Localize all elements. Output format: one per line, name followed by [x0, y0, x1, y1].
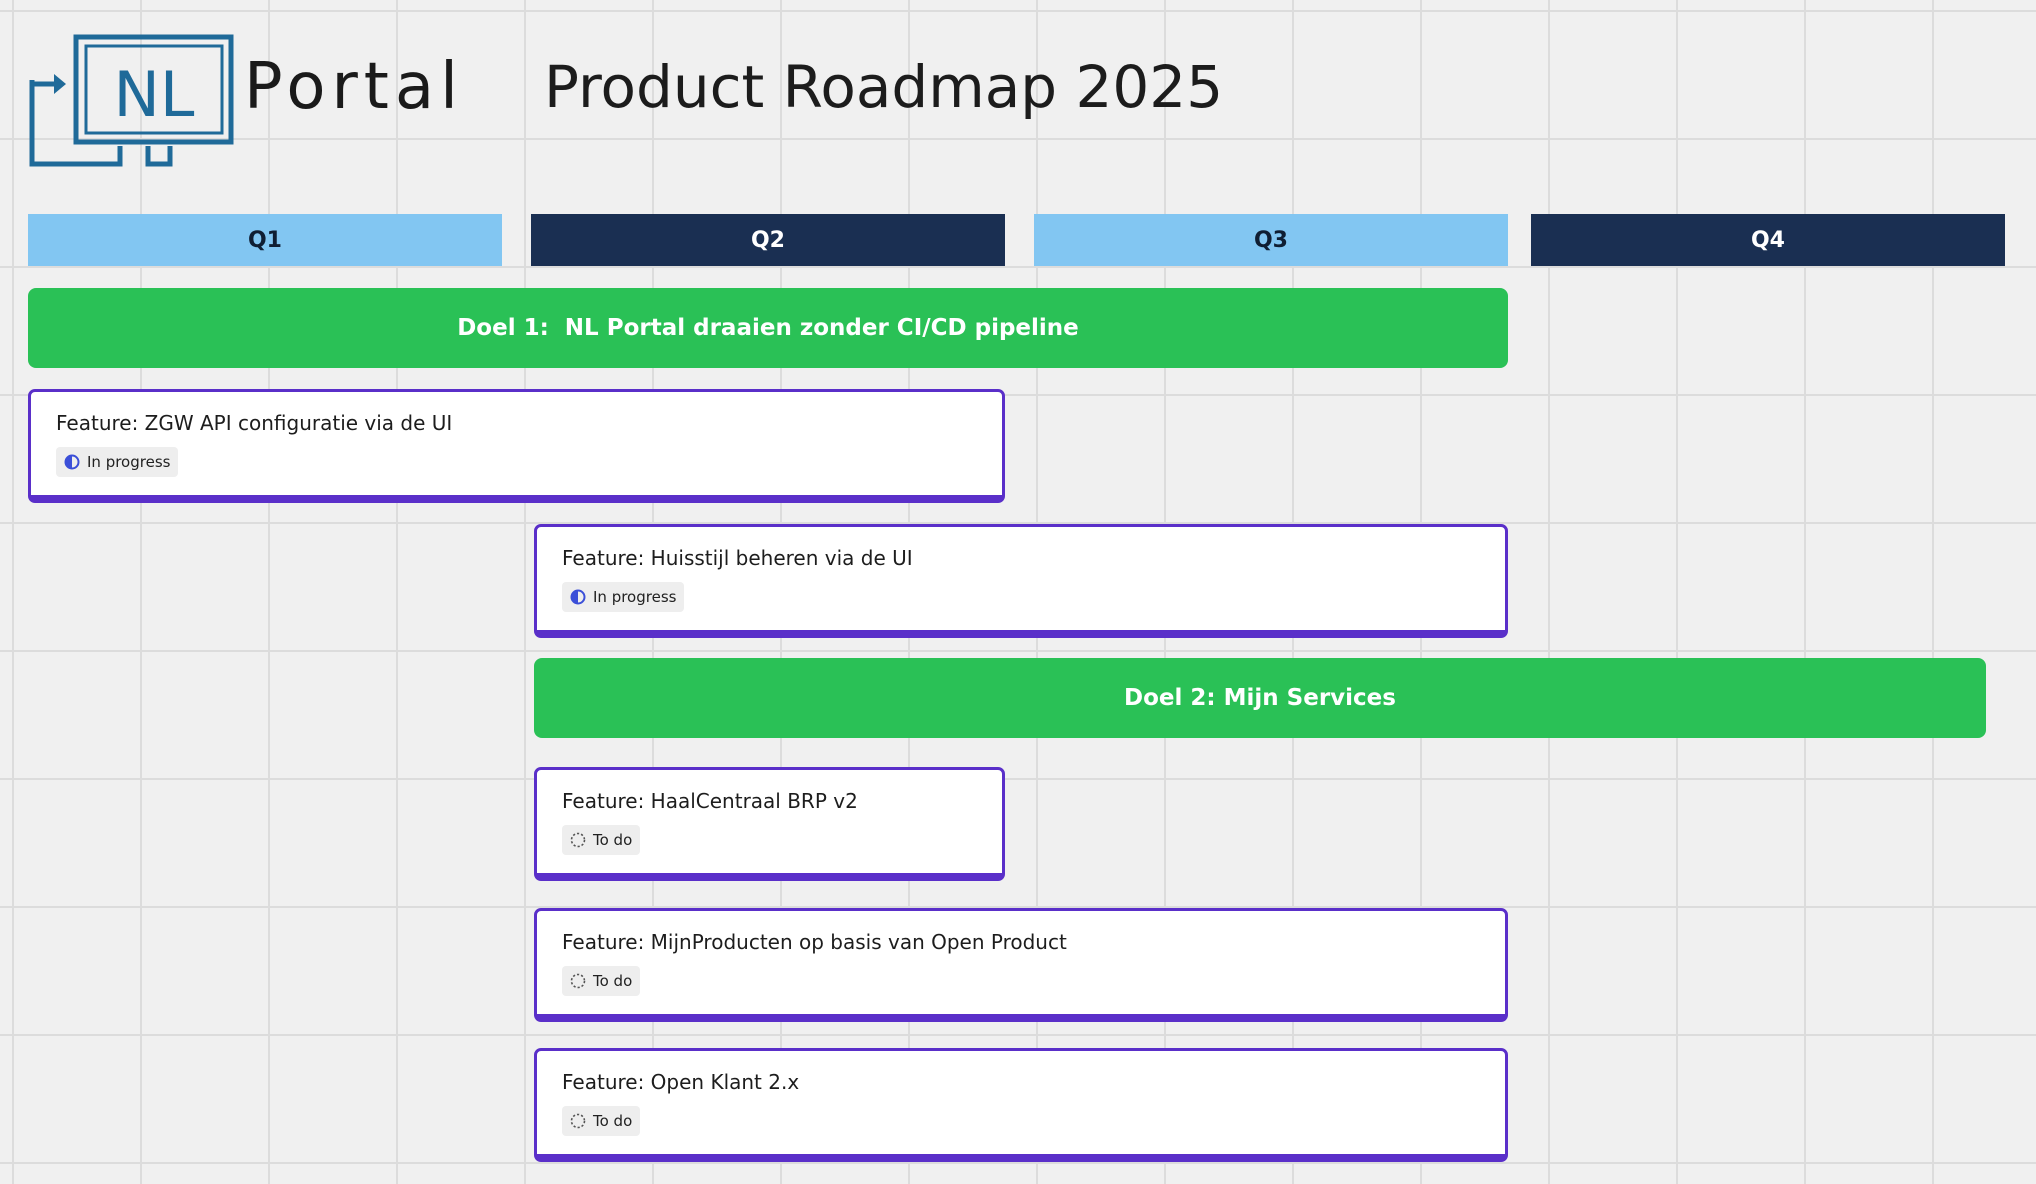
status-badge[interactable]: To do — [562, 825, 641, 855]
nl-portal-logo: NL — [29, 34, 234, 167]
feature-card[interactable]: Feature: MijnProducten op basis van Open… — [534, 908, 1508, 1022]
half-circle-icon — [570, 589, 586, 605]
feature-card[interactable]: Feature: Huisstijl beheren via de UI In … — [534, 524, 1508, 638]
half-circle-icon — [64, 454, 80, 470]
feature-card-title: Feature: MijnProducten op basis van Open… — [562, 930, 1067, 954]
status-label: To do — [593, 972, 633, 990]
feature-card-title: Feature: HaalCentraal BRP v2 — [562, 789, 858, 813]
status-label: In progress — [87, 453, 171, 471]
status-badge[interactable]: In progress — [56, 447, 179, 477]
dashed-circle-icon — [570, 973, 586, 989]
feature-card-title: Feature: ZGW API configuratie via de UI — [56, 411, 453, 435]
goal-bar-2[interactable]: Doel 2: Mijn Services — [534, 658, 1986, 738]
quarter-header-q3[interactable]: Q3 — [1034, 214, 1508, 266]
feature-card[interactable]: Feature: HaalCentraal BRP v2 To do — [534, 767, 1005, 881]
status-label: To do — [593, 1112, 633, 1130]
feature-card-title: Feature: Open Klant 2.x — [562, 1070, 800, 1094]
dashed-circle-icon — [570, 1113, 586, 1129]
quarter-header-q1[interactable]: Q1 — [28, 214, 502, 266]
status-badge[interactable]: In progress — [562, 582, 685, 612]
feature-card-title: Feature: Huisstijl beheren via de UI — [562, 546, 913, 570]
logo-nl-text: NL — [114, 58, 195, 131]
status-badge[interactable]: To do — [562, 966, 641, 996]
page-title: Product Roadmap 2025 — [544, 53, 1224, 121]
status-label: In progress — [593, 588, 677, 606]
dashed-circle-icon — [570, 832, 586, 848]
status-badge[interactable]: To do — [562, 1106, 641, 1136]
status-label: To do — [593, 831, 633, 849]
quarter-header-q4[interactable]: Q4 — [1531, 214, 2005, 266]
feature-card[interactable]: Feature: Open Klant 2.x To do — [534, 1048, 1508, 1162]
logo-portal-text: Portal — [244, 50, 464, 124]
goal-bar-1[interactable]: Doel 1: NL Portal draaien zonder CI/CD p… — [28, 288, 1508, 368]
quarter-header-q2[interactable]: Q2 — [531, 214, 1005, 266]
feature-card[interactable]: Feature: ZGW API configuratie via de UI … — [28, 389, 1005, 503]
